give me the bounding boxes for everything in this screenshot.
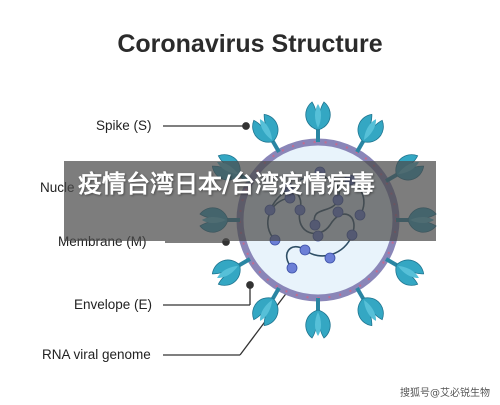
label-envelope: Envelope (E) <box>74 297 153 312</box>
spike-protein <box>305 297 331 339</box>
overlay-banner <box>64 161 436 241</box>
watermark: 搜狐号@艾必锐生物 <box>400 388 490 399</box>
envelope-leader-dot <box>246 281 254 289</box>
label-rna-genome: RNA viral genome <box>42 347 151 362</box>
label-spike: Spike (S) <box>96 118 152 133</box>
spike-protein <box>305 101 331 143</box>
page-title: Coronavirus Structure <box>117 30 383 58</box>
spike-leader-dot <box>242 122 250 130</box>
overlay-banner-text: 疫情台湾日本/台湾疫情病毒 <box>78 170 375 198</box>
